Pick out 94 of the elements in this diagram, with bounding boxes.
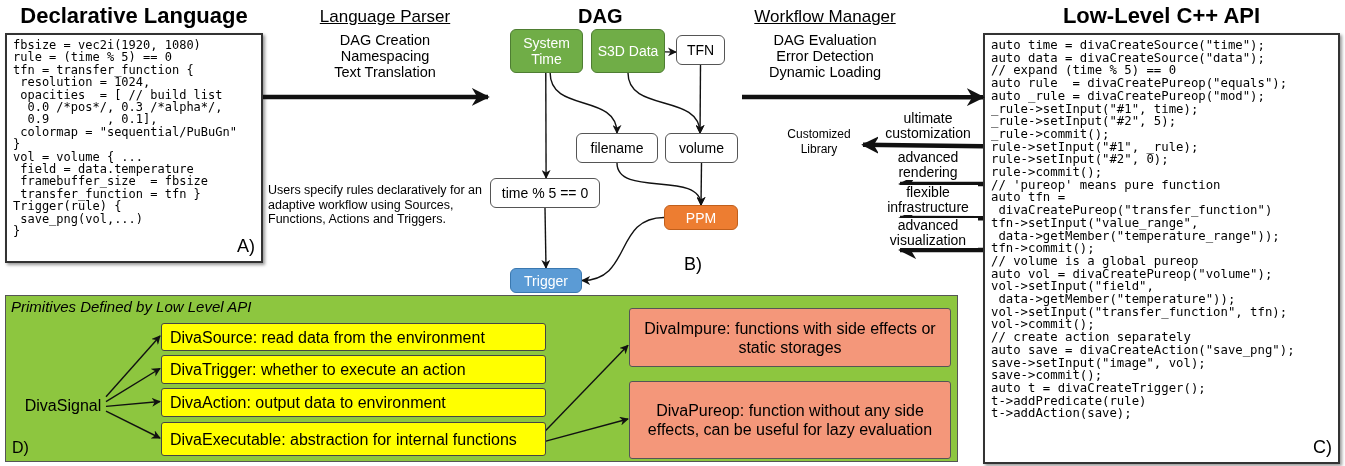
node-label: DivaSignal (19, 393, 107, 417)
action-box: PPM (664, 205, 738, 230)
definition-box: DivaAction: output data to environment (161, 388, 546, 417)
annotation-text: DAG Evaluation (772, 32, 878, 49)
panel-tag: A) (237, 236, 255, 257)
code-line: tfn = transfer_function { (13, 63, 194, 77)
code-line: vol->setInput("field", (991, 280, 1154, 293)
annotation-text: Text Translation (333, 64, 437, 81)
code-line: rule = (time % 5) == 0 (13, 51, 172, 64)
process-box: TFN (676, 35, 725, 65)
code-line: auto rule = divaCreatePureop("equals"); (991, 77, 1288, 90)
definition-box: DivaExecutable: abstraction for internal functions (161, 422, 546, 456)
panel-tag: C) (1313, 437, 1332, 458)
code-line: auto vol = divaCreatePureop("volume"); (991, 267, 1273, 281)
annotation-text: DAG Creation (338, 32, 432, 49)
code-line: 0.0 /*pos*/, 0.3 /*alpha*/, (27, 101, 223, 114)
annotation-text: Namespacing (339, 48, 431, 65)
code-line: rule->setInput("#2", 0); (991, 153, 1169, 166)
code-line: save_png(vol,...) (20, 212, 144, 225)
arrow (544, 344, 629, 432)
arrow (105, 397, 161, 408)
arrow (544, 416, 629, 443)
library-label: Customized Library (775, 128, 863, 156)
code-line: fbsize = vec2i(1920, 1080) (13, 39, 201, 52)
code-line: } (13, 138, 21, 151)
panel-tag: D) (12, 439, 29, 457)
panel-heading: Low-Level C++ API (1061, 2, 1262, 30)
arrow (549, 72, 621, 134)
code-line: divaCreatePureop("transfer_function") (997, 204, 1273, 217)
code-line: auto data = divaCreateSource("data"); (991, 51, 1265, 65)
annotation-text: Users specify rules declaratively for an adaptive workflow using Sources, Functions, Actions and Triggers. (268, 183, 483, 227)
code-line: auto _rule = divaCreatePureop("mod"); (991, 89, 1265, 103)
code-line: t->addPredicate(rule) (991, 394, 1147, 408)
arrow (742, 88, 985, 107)
code-line: colormap = "sequential/PuBuGn" (19, 125, 237, 139)
code-line: // create action separately (991, 331, 1191, 344)
code-line: auto save = divaCreateAction("save_png"); (991, 343, 1295, 357)
annotation-text: Dynamic Loading (767, 64, 882, 81)
code-line: _rule->setInput("#2", 5); (991, 115, 1177, 128)
code-line: // 'pureop' means pure function (991, 178, 1221, 192)
code-line: } (13, 225, 21, 238)
code-line: auto time = divaCreateSource("time"); (991, 39, 1265, 52)
arrow (696, 162, 706, 206)
code-line: field = data.temperature (19, 163, 194, 176)
code-line: rule->setInput("#1", _rule); (991, 140, 1199, 154)
code-line: Trigger(rule) { (13, 200, 122, 213)
process-box: filename (576, 133, 658, 163)
arrow (263, 87, 490, 106)
trigger-box: Trigger (510, 268, 582, 293)
code-line: vol->commit(); (991, 318, 1095, 332)
code-line: // expand (time % 5) == 0 (991, 64, 1177, 78)
annotation-text: Error Detection (775, 48, 875, 65)
code-line: tfn->commit(); (991, 242, 1095, 255)
panel-heading: DAG (578, 4, 623, 29)
code-line: save->setInput("image", vol); (991, 356, 1206, 370)
code-line: vol->setInput("transfer_function", tfn); (991, 305, 1288, 319)
source-box: System Time (510, 29, 583, 73)
code-line: _rule->commit(); (991, 127, 1110, 141)
code-line: opacities = [ // build list (19, 88, 223, 101)
code-line: framebuffer_size = fbsize (19, 175, 209, 188)
panel-heading: Declarative Language (19, 2, 249, 30)
definition-box: DivaImpure: functions with side effects or static storages (629, 308, 951, 367)
definition-box: DivaTrigger: whether to execute an action (161, 355, 546, 384)
code-line: save->commit(); (991, 369, 1103, 382)
panel-tag: B) (684, 254, 702, 275)
code-line: auto t = divaCreateTrigger(); (991, 381, 1206, 395)
code-line: tfn->setInput("value_range", (991, 216, 1199, 230)
arrow (664, 47, 677, 57)
definition-box: DivaPureop: function without any side effects, can be useful for lazy evaluation (629, 381, 951, 459)
group-panel (5, 295, 958, 462)
arrow (581, 216, 665, 285)
definition-box: DivaSource: read data from the environment (161, 323, 546, 351)
code-line: auto tfn = (991, 191, 1066, 205)
arrow (695, 64, 705, 134)
code-line: 0.9 , 0.1], (27, 113, 158, 126)
source-box: S3D Data (591, 29, 665, 73)
code-line: // volume is a global pureop (991, 254, 1199, 268)
arrow (105, 335, 161, 398)
code-line: resolution = 1024, (19, 76, 151, 89)
code-line: rule->commit(); (991, 166, 1103, 179)
code-line: data->getMember("temperature_range")); (998, 229, 1280, 243)
arrow (105, 367, 161, 403)
arrow (541, 207, 551, 269)
code-line: transfer_function = tfn } (20, 187, 201, 201)
code-line: vol = volume { ... (13, 150, 144, 163)
arrow (541, 72, 551, 179)
arrow (105, 410, 161, 439)
predicate-box: time % 5 == 0 (490, 178, 600, 208)
arrow (861, 136, 984, 154)
code-line: data->getMember("temperature")); (998, 293, 1236, 306)
process-box: volume (665, 133, 738, 163)
panel-title: Primitives Defined by Low Level API (11, 298, 252, 315)
code-line: t->addAction(save); (991, 407, 1132, 420)
code-line: _rule->setInput("#1", time); (991, 102, 1199, 116)
